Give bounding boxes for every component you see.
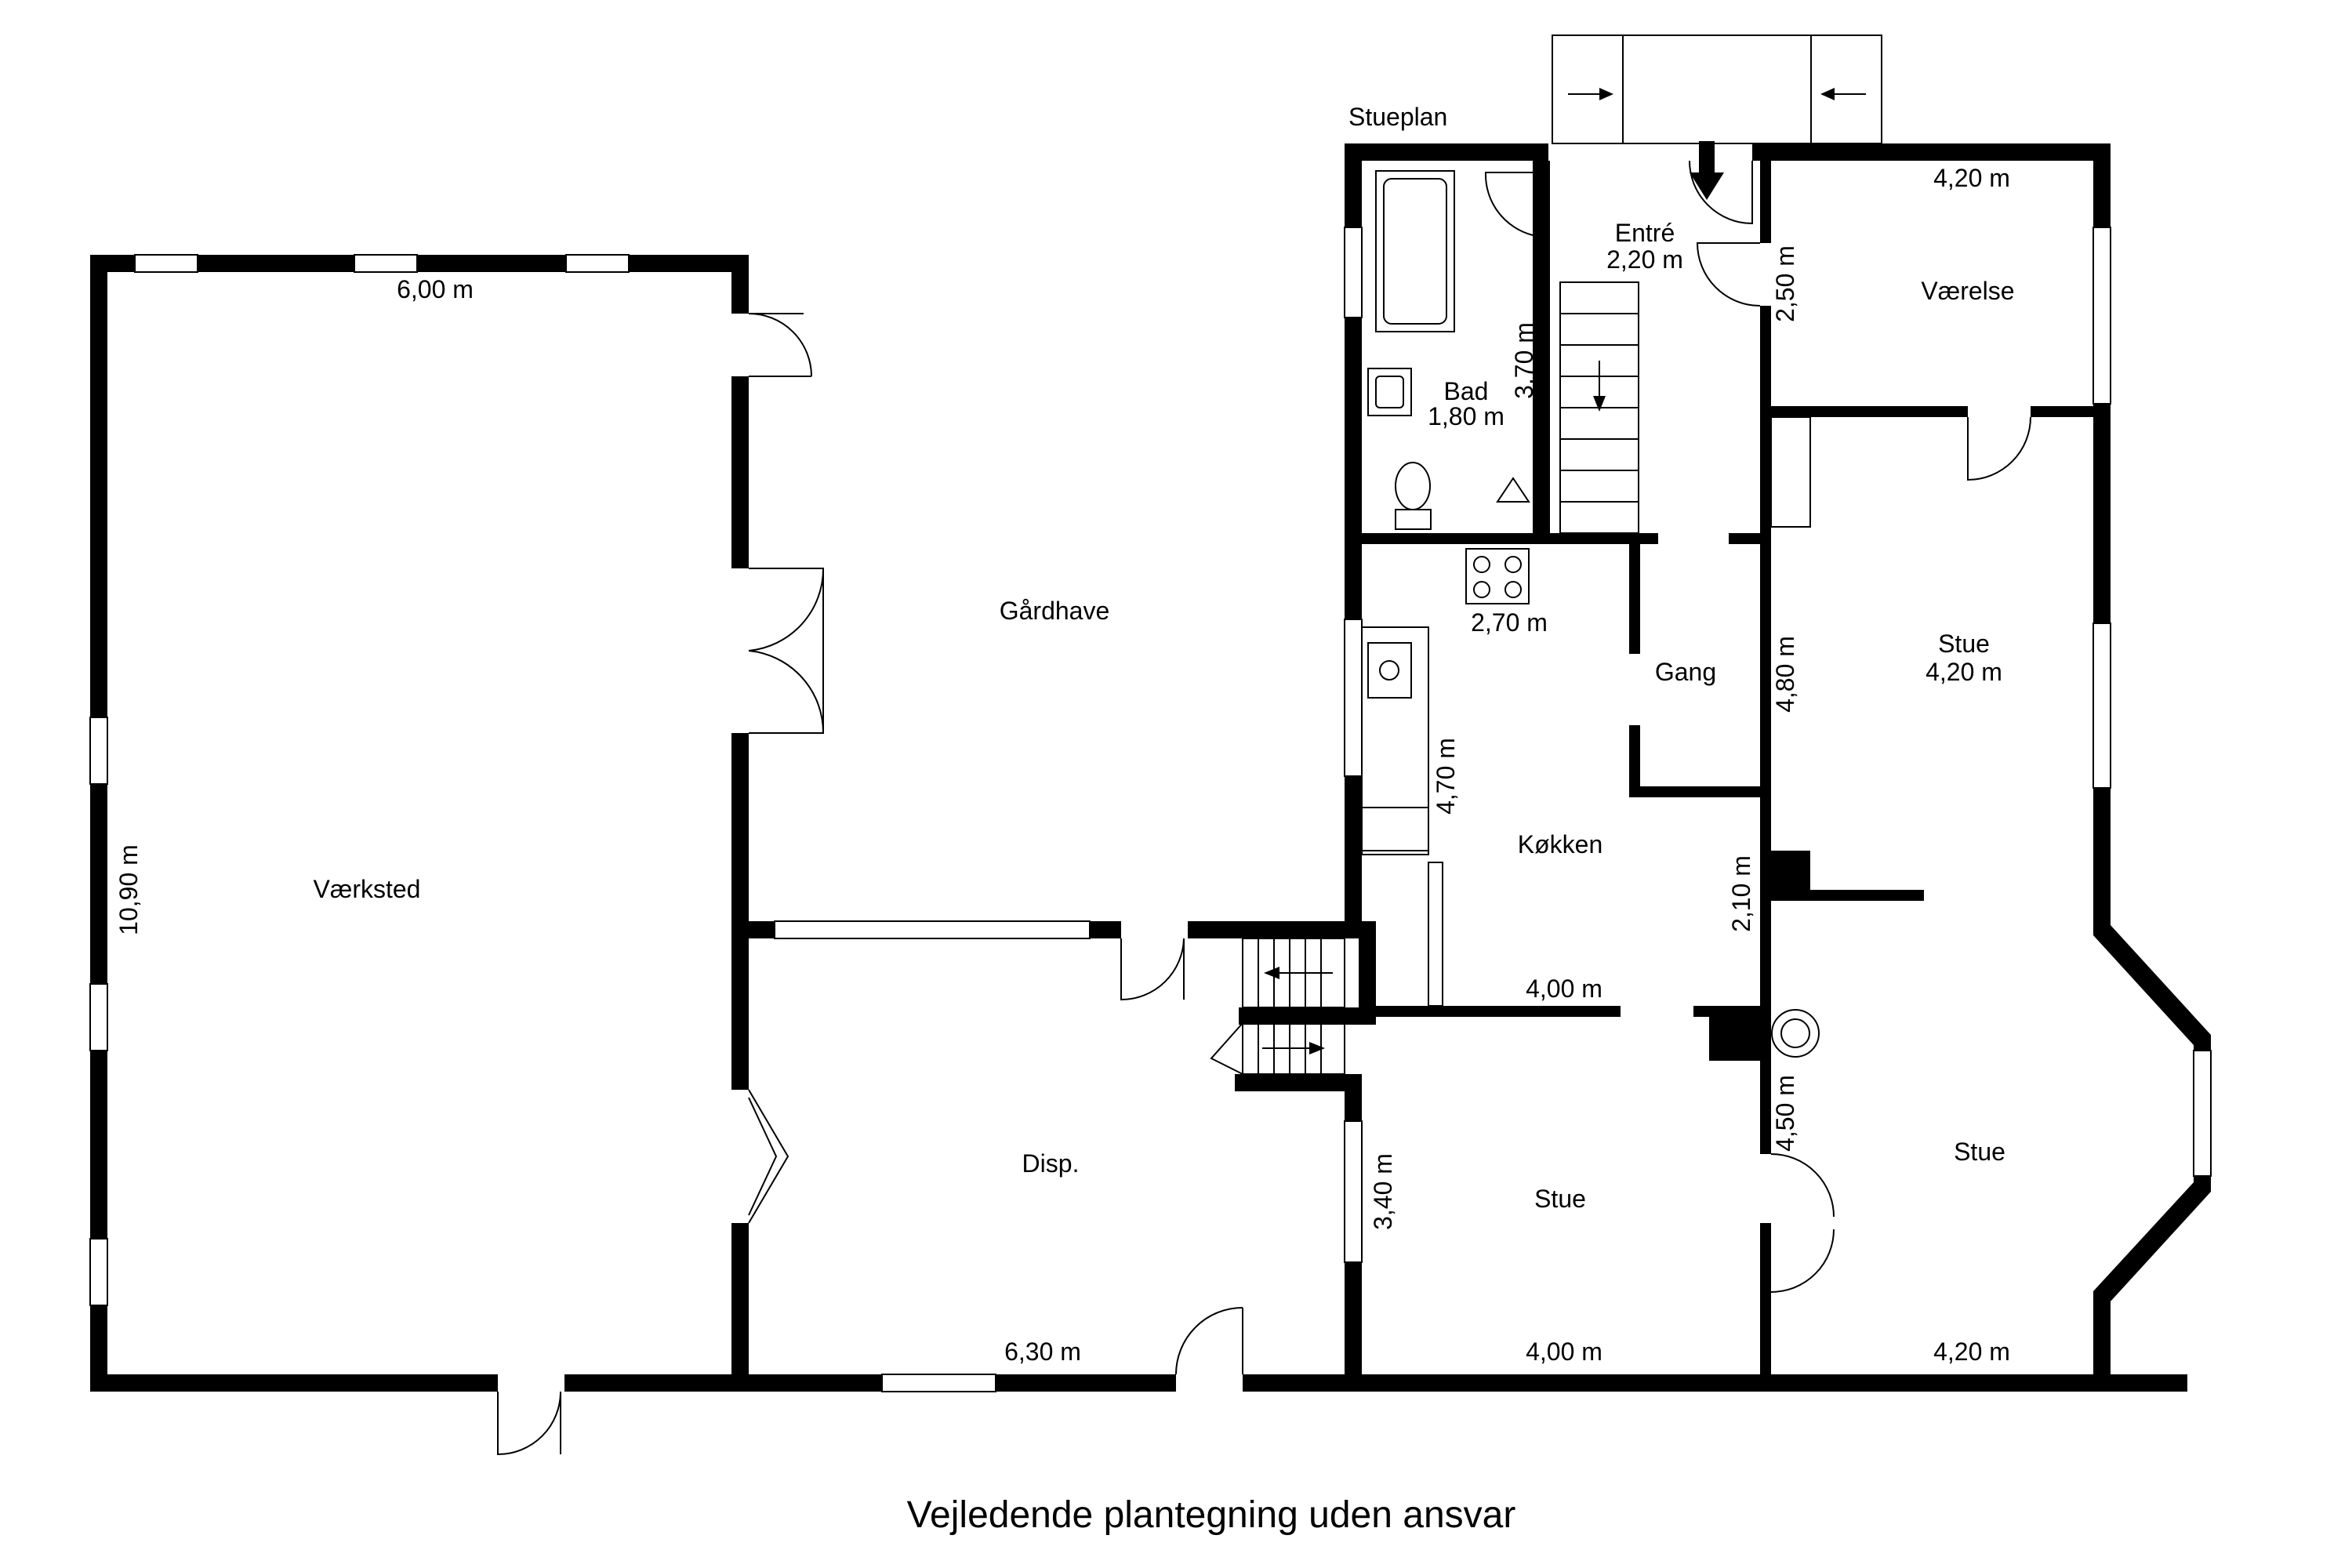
door-vaerksted-bottom: [497, 1391, 561, 1456]
door-entre: [1689, 160, 1753, 225]
dim-kokken-top: 2,70 m: [1471, 608, 1548, 637]
dim-entre-width: 2,20 m: [1606, 245, 1683, 274]
windows-disp: [774, 920, 1091, 1392]
staircase-main: [1559, 281, 1639, 534]
door-disp-top: [1120, 938, 1185, 1001]
walls-house: [1345, 143, 2211, 1392]
door-stue-upper: [1967, 416, 2031, 481]
kitchen-counter: [1361, 548, 1530, 1007]
dim-stue-upper-height: 4,80 m: [1771, 636, 1799, 713]
dim-vaerelse-height: 2,50 m: [1771, 245, 1799, 322]
room-gang: Gang: [1655, 658, 1716, 686]
walls-vaerksted: [90, 255, 749, 1392]
dim-stue-mid-width: 4,00 m: [1526, 1338, 1602, 1366]
chimney: [1709, 851, 1924, 1061]
door-vaerksted-double: [748, 568, 825, 734]
stair-small-upper: [1242, 938, 1345, 1008]
room-stue-mid: Stue: [1534, 1185, 1586, 1213]
walls-gang: [1362, 417, 1771, 1392]
room-vaerelse: Værelse: [1921, 277, 2014, 305]
stair-small-lower: [1210, 1021, 1345, 1076]
entrance-porch: [1552, 34, 1882, 200]
sink-small-bad: [1496, 477, 1530, 503]
room-gardhave: Gårdhave: [1000, 597, 1110, 625]
room-vaerksted: Værksted: [314, 875, 421, 903]
door-disp-bottom: [1175, 1307, 1243, 1375]
dim-kokken-width: 4,00 m: [1526, 975, 1602, 1003]
windows-house: [1344, 227, 2212, 1263]
dim-stue-upper-width: 4,20 m: [1926, 658, 2002, 686]
sink-bad: [1367, 368, 1412, 416]
bathtub: [1375, 170, 1455, 332]
door-vaerksted-top: [748, 313, 812, 377]
room-bad: Bad: [1444, 377, 1489, 405]
windows-vaerksted: [89, 254, 630, 1306]
wardrobe: [1770, 416, 1811, 528]
dim-disp-width: 6,30 m: [1004, 1338, 1081, 1366]
dim-stue-right-width: 4,20 m: [1933, 1338, 2010, 1366]
dim-bad-width: 1,80 m: [1428, 402, 1504, 430]
door-vaerelse: [1696, 242, 1761, 307]
room-stue-upper: Stue: [1938, 630, 1990, 658]
room-entre: Entré: [1615, 219, 1675, 247]
dim-kokken-height: 4,70 m: [1432, 738, 1460, 815]
room-disp: Disp.: [1022, 1149, 1080, 1178]
fireplace-stove: [1771, 1009, 1820, 1058]
room-kokken: Køkken: [1518, 830, 1602, 858]
room-stue-right: Stue: [1954, 1138, 2005, 1166]
dim-bad-height: 3,70 m: [1510, 322, 1538, 399]
dim-vaerksted-height: 10,90 m: [114, 844, 143, 935]
dim-stue-right-height: 4,50 m: [1771, 1075, 1799, 1152]
plan-caption: Vejledende plantegning uden ansvar: [907, 1494, 1516, 1536]
door-stue-right: [1770, 1153, 1835, 1293]
door-vaerksted-folding: [748, 1089, 789, 1224]
walls-bad: [1362, 161, 1766, 544]
walls-vaerelse: [1760, 143, 2101, 533]
toilet: [1395, 462, 1432, 530]
dim-stue-mid-height: 3,40 m: [1369, 1153, 1397, 1230]
floor-label: Stueplan: [1348, 103, 1447, 131]
dim-gang-height: 2,10 m: [1727, 855, 1755, 932]
door-bad: [1484, 172, 1534, 236]
dim-vaerelse-width: 4,20 m: [1933, 164, 2010, 192]
dim-vaerksted-width: 6,00 m: [397, 275, 474, 303]
